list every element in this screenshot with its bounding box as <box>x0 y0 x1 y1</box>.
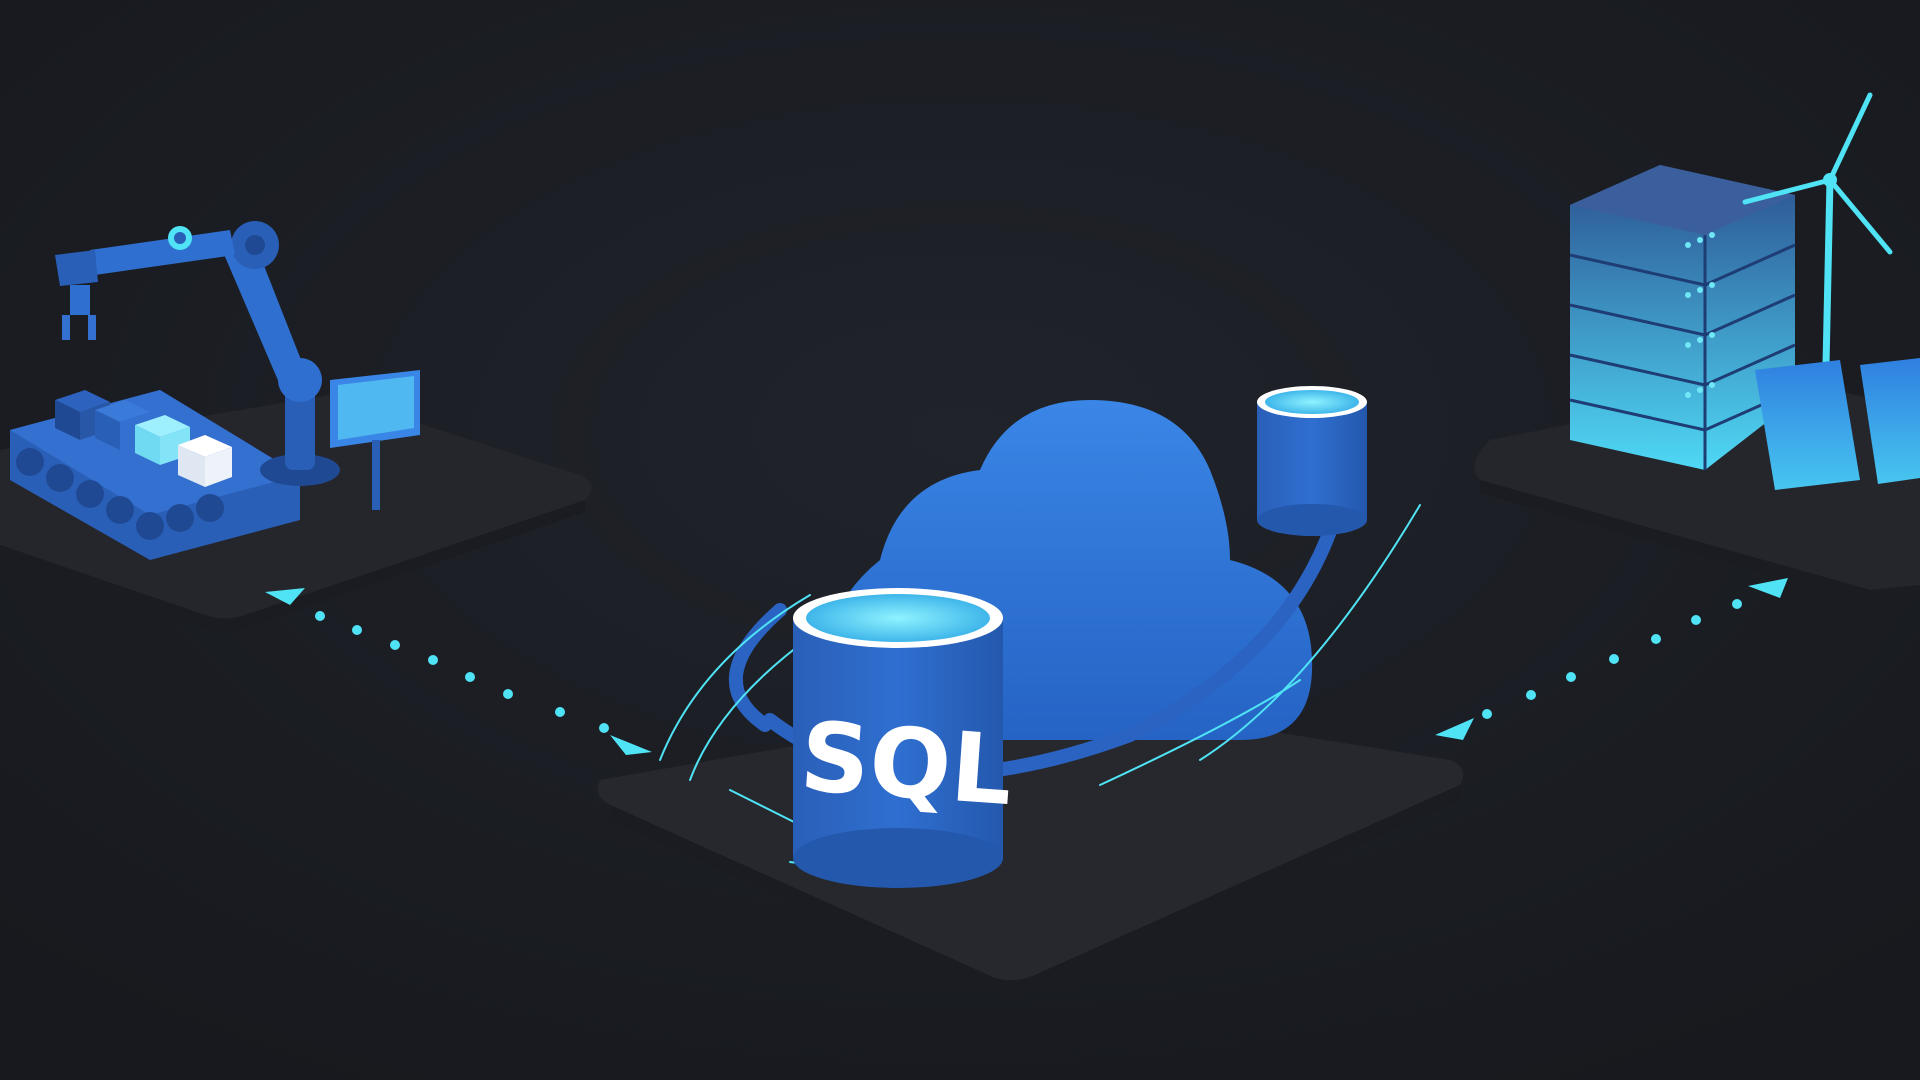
monitor-icon <box>330 370 420 510</box>
right-connection <box>1435 578 1788 740</box>
server-rack-icon <box>1569 165 1796 470</box>
solar-panel-icon <box>1755 358 1920 490</box>
wind-turbine-icon <box>1742 92 1893 369</box>
conveyor-boxes <box>55 390 232 487</box>
robotic-arm-icon <box>55 221 340 486</box>
database-icon <box>793 588 1003 888</box>
small-database-icon <box>1257 386 1367 536</box>
sql-label: SQL <box>797 701 1016 828</box>
left-connection <box>265 588 652 755</box>
